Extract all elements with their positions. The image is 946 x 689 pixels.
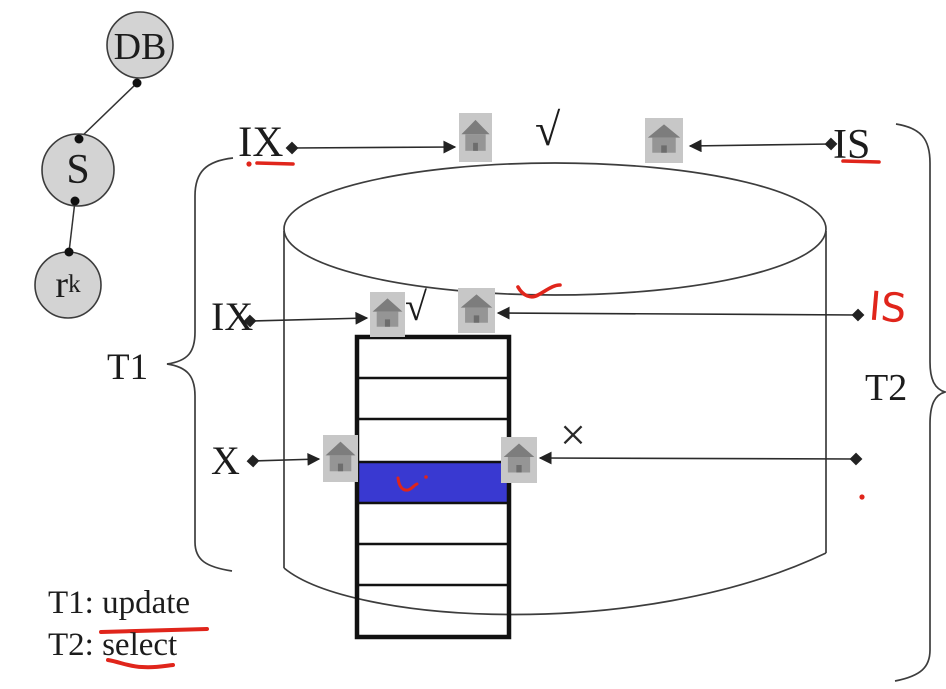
lock-icon xyxy=(501,437,537,483)
is-top-underline xyxy=(841,159,881,164)
transaction-braces xyxy=(166,123,946,682)
select-underline xyxy=(106,658,175,670)
conflict-cross-mark: × xyxy=(560,409,586,460)
t2-brace-label: T2 xyxy=(865,367,908,409)
ix-top-underline xyxy=(255,161,295,166)
highlighted-row xyxy=(359,461,507,503)
node-db xyxy=(106,11,174,79)
node-s-label: S xyxy=(66,147,90,193)
db-compat-checkmark: √ xyxy=(535,104,561,155)
lock-icon xyxy=(459,113,492,162)
legend-t2-select: T2: select xyxy=(48,627,178,663)
t1-brace xyxy=(166,157,234,572)
lock-arrows xyxy=(243,137,865,468)
lock-icon xyxy=(323,435,358,482)
edge-dots xyxy=(64,78,142,257)
t2-brace xyxy=(894,123,946,682)
row-red-checkmark xyxy=(396,476,419,492)
lock-hierarchy-graph xyxy=(34,11,174,319)
t1-brace-label: T1 xyxy=(107,347,149,388)
lock-icon xyxy=(458,288,495,333)
arrow-t2-is-db xyxy=(688,137,838,153)
top-red-checkmark xyxy=(516,283,562,299)
t1-ix-table-label: IX xyxy=(211,294,254,339)
legend-t1-update: T1: update xyxy=(48,585,191,621)
select-overline xyxy=(99,627,209,634)
ix-top-red-dot xyxy=(246,161,252,167)
table-compat-checkmark: √ xyxy=(405,284,427,329)
right-red-dot xyxy=(859,494,865,500)
database-cylinder-icon xyxy=(283,162,827,616)
arrow-t1-ix-db xyxy=(285,140,457,155)
red-annotation-strokes xyxy=(99,159,881,670)
arrow-t1-x-row xyxy=(246,452,321,468)
node-db-label: DB xyxy=(113,26,167,68)
node-s xyxy=(41,133,115,207)
arrow-t1-ix-table xyxy=(243,311,369,328)
lock-icon xyxy=(370,292,405,337)
arrow-t2-is-table xyxy=(496,306,865,322)
t2-is-db-label: IS xyxy=(833,122,871,168)
table-grid xyxy=(354,334,512,640)
t2-is-handwritten-label: IS xyxy=(867,283,909,333)
t1-ix-db-label: IX xyxy=(238,119,284,166)
row-red-dot xyxy=(424,475,428,479)
arrow-t2-row-denied xyxy=(538,451,863,466)
lock-icon xyxy=(645,118,683,163)
red-annotation-dots xyxy=(246,161,865,500)
t1-x-row-label: X xyxy=(211,438,240,483)
